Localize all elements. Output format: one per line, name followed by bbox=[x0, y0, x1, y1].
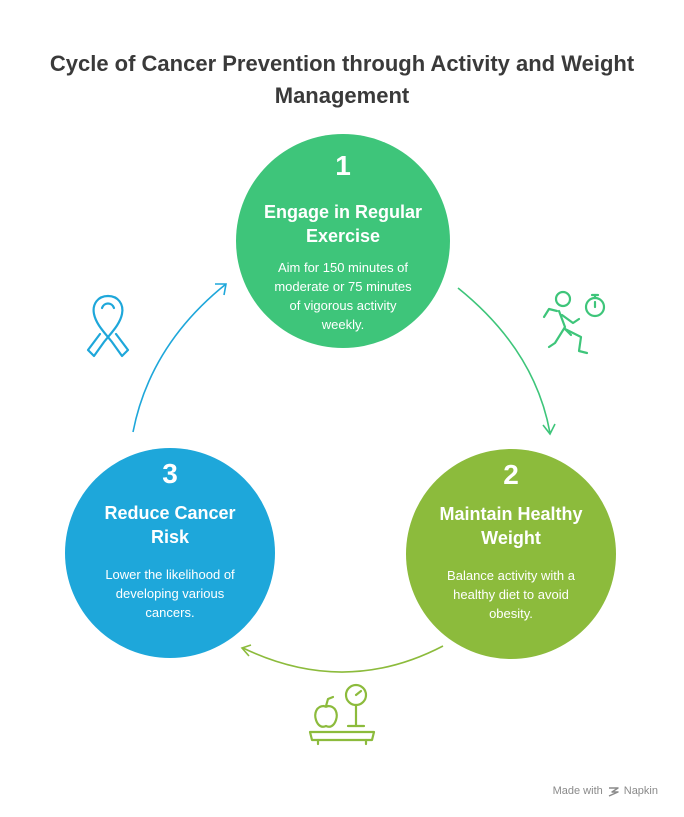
step-2-heading-line-2: Weight bbox=[481, 528, 541, 548]
step-1-circle: 1 Engage in Regular Exercise Aim for 150… bbox=[236, 134, 450, 348]
diagram-title: Cycle of Cancer Prevention through Activ… bbox=[0, 48, 684, 112]
title-line-2: Management bbox=[274, 83, 410, 108]
arrow-step1-to-step2 bbox=[457, 287, 551, 434]
step-2-number: 2 bbox=[503, 459, 519, 490]
arrow-step2-to-step3 bbox=[242, 645, 444, 673]
step-2-description: Balance activity with a healthy diet to … bbox=[428, 566, 594, 623]
step-1-description: Aim for 150 minutes of moderate or 75 mi… bbox=[256, 258, 430, 334]
step-3-circle: 3 Reduce Cancer Risk Lower the likelihoo… bbox=[65, 448, 275, 658]
awareness-ribbon-icon bbox=[86, 294, 130, 358]
arrow-step1-to-step2-head bbox=[542, 423, 556, 436]
step-2-circle: 2 Maintain Healthy Weight Balance activi… bbox=[406, 449, 616, 659]
step-3-desc-line: cancers. bbox=[145, 605, 195, 620]
title-line-1: Cycle of Cancer Prevention through Activ… bbox=[49, 51, 635, 76]
napkin-logo-icon bbox=[608, 786, 619, 797]
step-1-heading: Engage in Regular Exercise bbox=[251, 200, 435, 248]
step-2-heading: Maintain Healthy Weight bbox=[421, 502, 601, 550]
step-2-desc-line: Balance activity with a bbox=[447, 568, 575, 583]
running-stopwatch-icon bbox=[542, 290, 606, 355]
step-1-desc-line: weekly. bbox=[321, 317, 365, 332]
arrow-step2-to-step3-head bbox=[240, 644, 252, 657]
footer-made-with: Made with bbox=[552, 785, 603, 797]
step-3-desc-line: Lower the likelihood of bbox=[105, 567, 235, 582]
step-1-desc-line: moderate or 75 minutes bbox=[274, 279, 412, 294]
arrow-step3-to-step1-head bbox=[215, 283, 227, 296]
step-1-desc-line: of vigorous activity bbox=[289, 298, 397, 313]
step-1-heading-line-1: Engage in Regular bbox=[263, 202, 423, 222]
step-3-number: 3 bbox=[162, 458, 178, 489]
step-1-desc-line: Aim for 150 minutes of bbox=[277, 260, 409, 275]
arrow-step3-to-step1 bbox=[132, 283, 227, 433]
step-3-desc-line: developing various bbox=[115, 586, 225, 601]
footer-brand: Napkin bbox=[623, 785, 658, 797]
step-3-heading-line-2: Risk bbox=[150, 527, 190, 547]
step-3-heading-line-1: Reduce Cancer bbox=[104, 503, 236, 523]
step-1-number: 1 bbox=[335, 150, 351, 181]
apple-scale-icon bbox=[308, 683, 376, 746]
step-2-desc-line: healthy diet to avoid bbox=[453, 587, 569, 602]
step-3-heading: Reduce Cancer Risk bbox=[80, 501, 260, 549]
step-3-description: Lower the likelihood of developing vario… bbox=[87, 565, 253, 622]
step-2-heading-line-1: Maintain Healthy bbox=[439, 504, 583, 524]
footer-attribution: Made with Napkin bbox=[553, 785, 658, 797]
step-2-desc-line: obesity. bbox=[489, 606, 533, 621]
step-1-heading-line-2: Exercise bbox=[305, 226, 381, 246]
